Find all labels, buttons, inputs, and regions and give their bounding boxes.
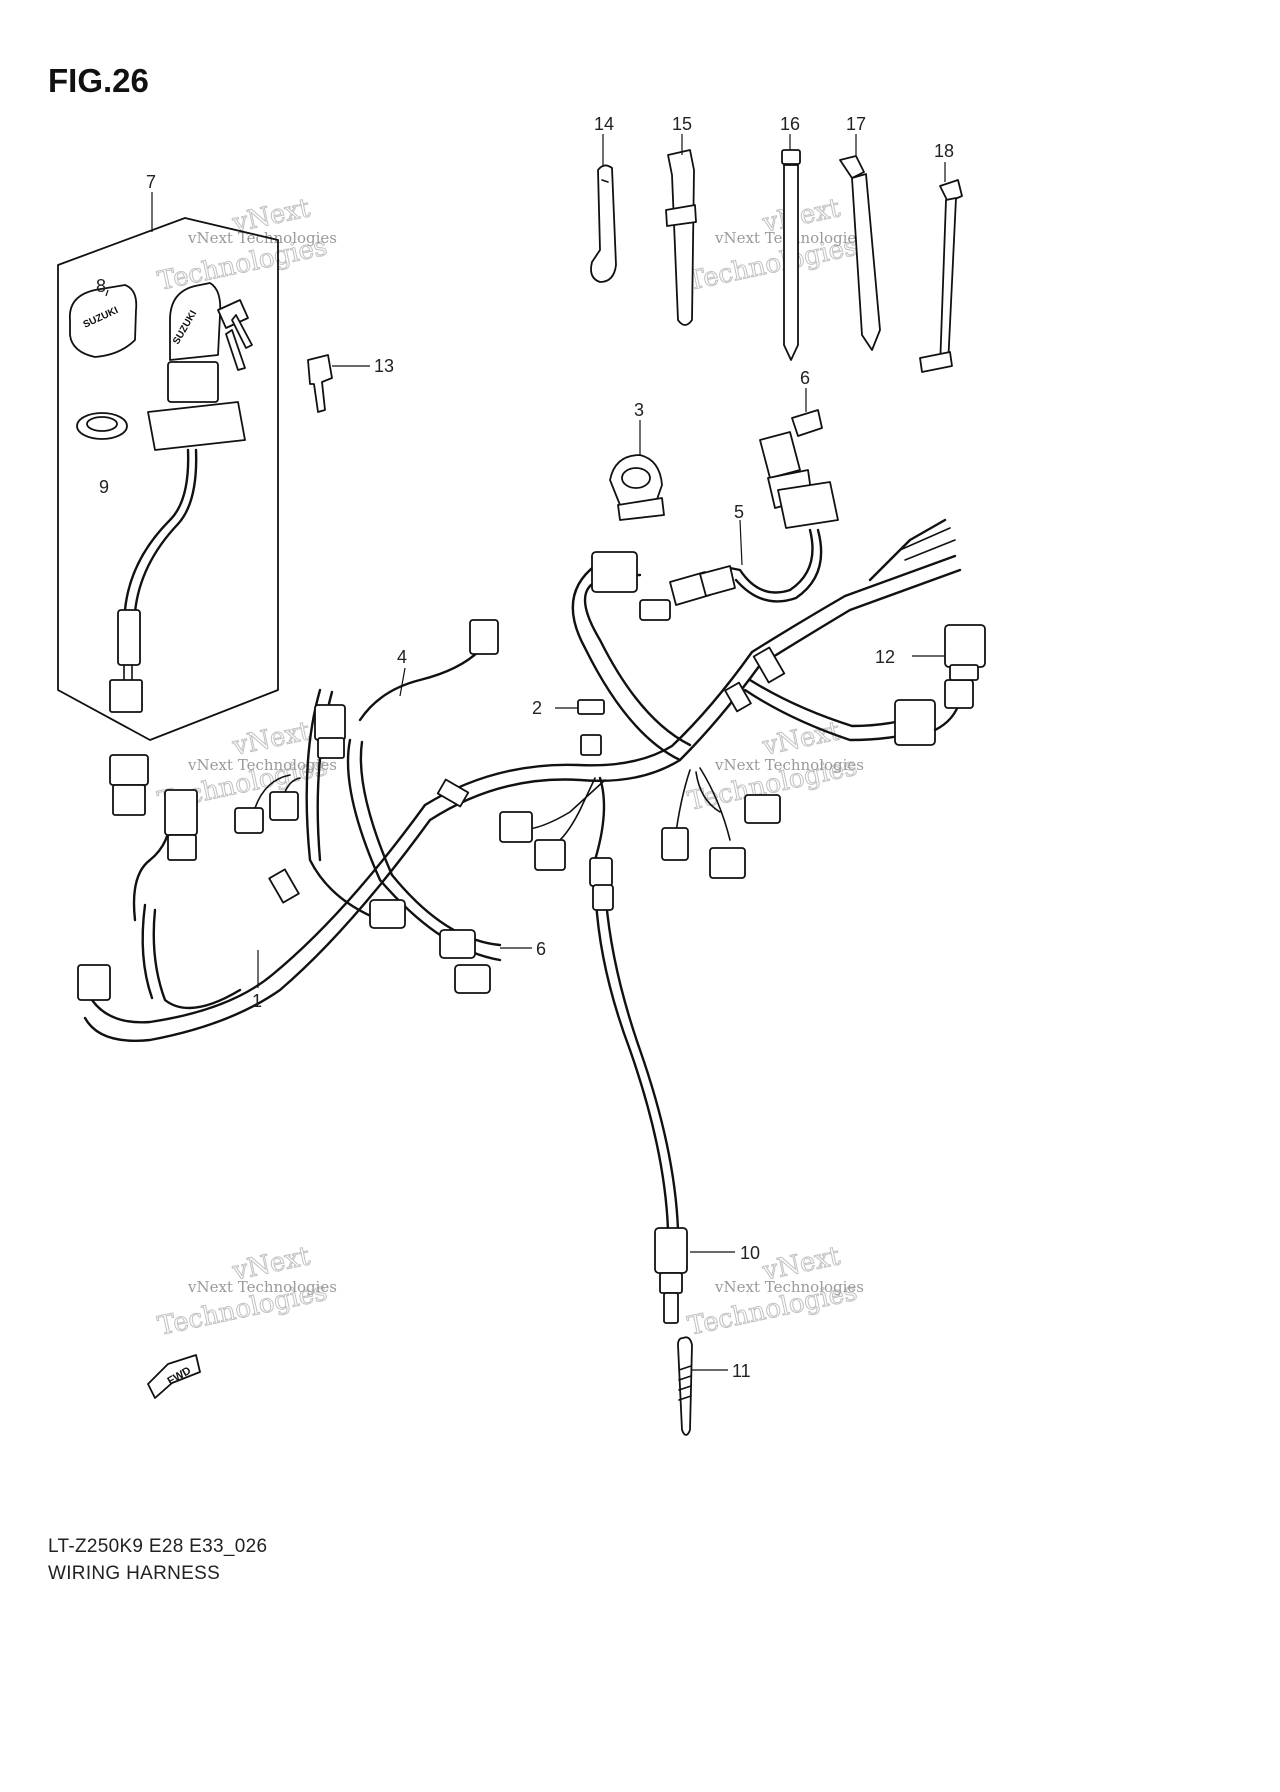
figure-title: FIG.26: [48, 62, 149, 99]
callout-1: 1: [252, 991, 262, 1011]
watermark-small: vNext Technologies: [187, 229, 337, 247]
callout-5: 5: [734, 502, 744, 522]
watermark-5: Technologies vNext Technologies vNext: [155, 1241, 337, 1343]
watermark-small: vNext Technologies: [714, 756, 864, 774]
callout-4: 4: [397, 647, 407, 667]
callout-labels: 7 8 9 13 14 15 16 17 18 3 6 5 4 2 12 6 1…: [96, 114, 954, 1381]
callout-15: 15: [672, 114, 692, 134]
callout-3: 3: [634, 400, 644, 420]
connector-right: [894, 699, 936, 746]
callout-16: 16: [780, 114, 800, 134]
main-wiring-harness: [77, 518, 986, 1042]
callout-13: 13: [374, 356, 394, 376]
connector-left-2: [164, 789, 198, 836]
watermark-small: vNext Technologies: [714, 1278, 864, 1296]
callout-10: 10: [740, 1243, 760, 1263]
fuse-holder-assembly: [669, 409, 839, 606]
sensor-body: [654, 1227, 688, 1274]
callout-6-bottom: 6: [536, 939, 546, 959]
watermark-group: Technologies vNext Technologies vNext Te…: [155, 193, 864, 1343]
sensor-sleeve-11: [677, 1336, 693, 1436]
cable-tie-17: [839, 155, 881, 351]
callout-14: 14: [594, 114, 614, 134]
watermark-6: Technologies vNext Technologies vNext: [685, 1241, 864, 1343]
connector-12: [944, 624, 986, 668]
connector-upper-center: [591, 551, 638, 593]
connector-4: [469, 619, 499, 655]
callout-9: 9: [99, 477, 109, 497]
key-cap: SUZUKI: [69, 284, 138, 358]
callout-6-top: 6: [800, 368, 810, 388]
figure-name: WIRING HARNESS: [48, 1563, 221, 1584]
callout-2: 2: [532, 698, 542, 718]
callout-11: 11: [732, 1361, 751, 1381]
watermark-small: vNext Technologies: [187, 1278, 337, 1296]
watermark-2: Technologies vNext Technologies vNext: [685, 193, 864, 298]
connector-bottom-left: [77, 964, 111, 1001]
clamp-14: [590, 164, 617, 283]
harness-clamp-3: [609, 454, 665, 521]
ignition-switch-assembly: SUZUKI SUZUKI: [57, 217, 279, 741]
callout-12: 12: [875, 647, 895, 667]
callout-7: 7: [146, 172, 156, 192]
callout-8: 8: [96, 276, 106, 296]
kit-outline-box: [57, 217, 279, 741]
watermark-1: Technologies vNext Technologies vNext: [155, 193, 337, 298]
connector-upper-left: [314, 704, 346, 741]
watermark-small: vNext Technologies: [187, 756, 337, 774]
sensor-cable: [592, 884, 693, 1436]
callout-17: 17: [846, 114, 866, 134]
callout-18: 18: [934, 141, 954, 161]
cable-tie-15: [665, 149, 697, 326]
connector-left-1: [109, 754, 149, 786]
callout-leaders: [105, 134, 946, 1371]
ignition-switch-body: SUZUKI: [109, 282, 253, 713]
figure-code: LT-Z250K9 E28 E33_026: [48, 1536, 268, 1557]
forward-direction-arrow: FWD: [147, 1354, 201, 1399]
cable-tie-16: [781, 149, 801, 361]
wire-clip-18: [919, 179, 963, 373]
spare-key: [307, 354, 370, 413]
